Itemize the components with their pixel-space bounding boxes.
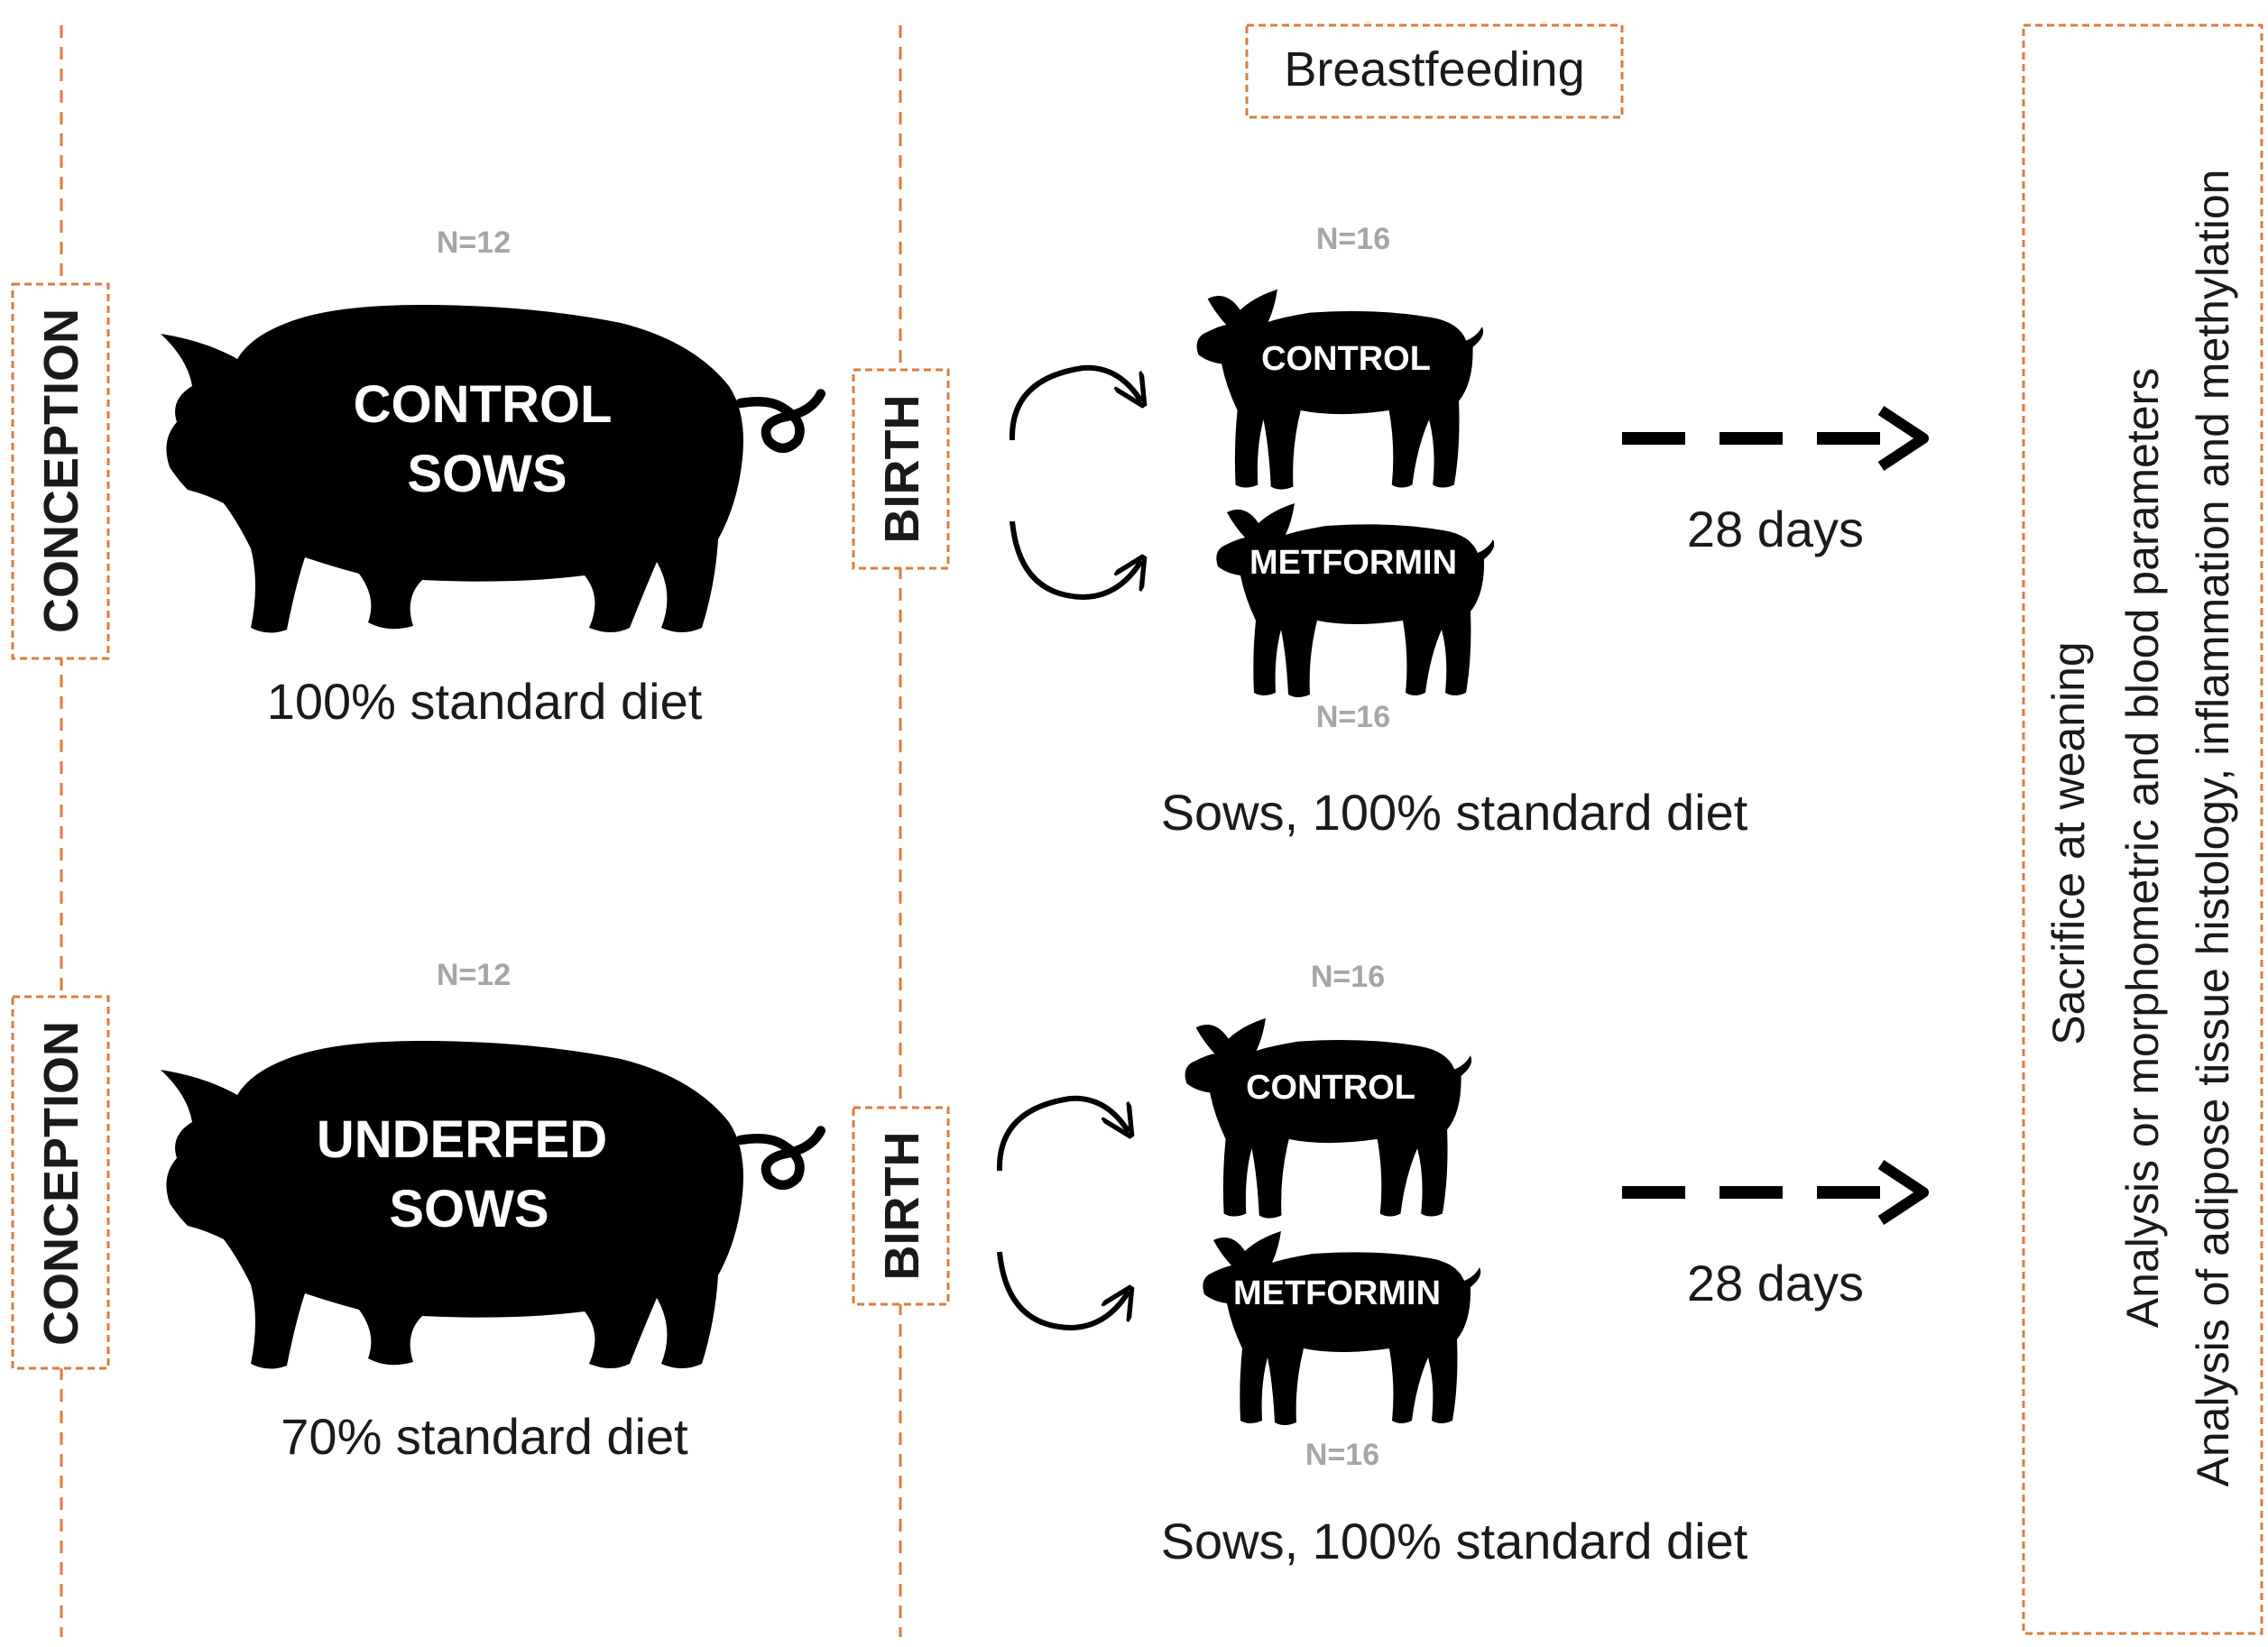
conception-label-1: CONCEPTION [34, 308, 88, 633]
piglets-top-n-1: N=16 [1316, 222, 1390, 256]
piglet-control-label-1: CONTROL [1261, 340, 1431, 378]
outcome-line-2: Analysis or morphometric and blood param… [2117, 368, 2168, 1328]
birth-label-2: BIRTH [875, 1132, 929, 1281]
sow-label-2-line2: SOWS [389, 1180, 549, 1238]
group-control: CONCEPTION N=12 CONTROL SOWS 100% standa… [11, 222, 1929, 841]
lactation-diet-2: Sows, 100% standard diet [1161, 1513, 1748, 1569]
sow-tail-2 [741, 1131, 821, 1185]
piglet-control-2 [1185, 1017, 1472, 1219]
split-arrow-up-2 [996, 1095, 1129, 1172]
conception-label-2: CONCEPTION [34, 1021, 88, 1346]
birth-box-2 [852, 1106, 950, 1306]
outcome-line-1: Sacrifice at weaning [2043, 641, 2094, 1044]
piglets-bottom-n-1: N=16 [1316, 700, 1390, 734]
piglet-control-1 [1196, 289, 1484, 490]
duration-1: 28 days [1687, 501, 1864, 557]
sow-label-1-line1: CONTROL [354, 375, 613, 434]
conception-box-2 [11, 995, 110, 1370]
split-arrow-down-1 [1010, 520, 1141, 601]
sow-tail-1 [741, 394, 821, 448]
sow-label-2-line1: UNDERFED [317, 1110, 607, 1169]
piglet-metformin-label-1: METFORMIN [1249, 544, 1457, 582]
outcome-box [2022, 23, 2263, 1635]
piglet-metformin-2 [1203, 1231, 1481, 1425]
piglet-control-label-2: CONTROL [1246, 1069, 1415, 1107]
birth-label-1: BIRTH [875, 395, 929, 544]
sow-n-1: N=12 [437, 225, 511, 260]
piglet-metformin-label-2: METFORMIN [1233, 1274, 1441, 1312]
piglets-bottom-n-2: N=16 [1305, 1438, 1379, 1472]
sow-label-1-line2: SOWS [407, 445, 567, 503]
sow-n-2: N=12 [437, 958, 511, 992]
lactation-diet-1: Sows, 100% standard diet [1161, 784, 1748, 841]
split-arrow-up-1 [1009, 364, 1141, 441]
conception-box-1 [11, 282, 110, 660]
timeline-arrowhead-2 [1877, 1159, 1929, 1226]
breastfeeding-box [1245, 23, 1624, 119]
piglets-top-n-2: N=16 [1311, 960, 1385, 994]
breastfeeding-label: Breastfeeding [1284, 42, 1584, 97]
piglet-metformin-1 [1216, 503, 1495, 697]
outcome-line-3: Analysis of adipose tissue histology, in… [2188, 170, 2238, 1487]
group-underfed: CONCEPTION N=12 UNDERFED SOWS 70% standa… [11, 958, 1929, 1569]
sow-diet-2: 70% standard diet [281, 1408, 688, 1465]
split-arrow-down-2 [997, 1251, 1129, 1331]
sow-diet-1: 100% standard diet [267, 673, 703, 730]
timeline-arrowhead-1 [1877, 405, 1929, 472]
birth-box-1 [852, 368, 950, 570]
duration-2: 28 days [1687, 1255, 1864, 1311]
